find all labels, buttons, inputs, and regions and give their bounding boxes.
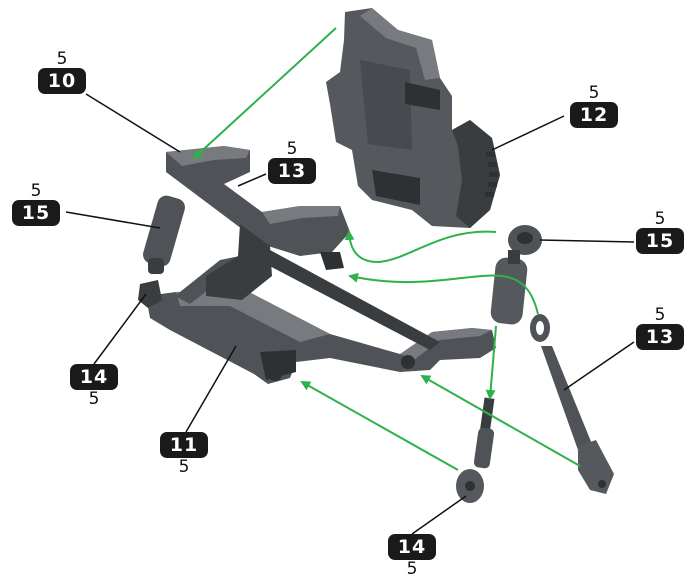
leader-lines	[65, 93, 635, 535]
part-number-badge: 11	[160, 432, 208, 458]
callout-qty: 5	[654, 209, 666, 229]
arrow-cab-to-arm	[192, 27, 337, 160]
callout-part-13-upper: 5 13	[266, 140, 318, 184]
part-12-cab	[326, 8, 500, 228]
callout-qty: 5	[88, 389, 100, 409]
callout-qty: 5	[654, 305, 666, 325]
part-number-badge: 13	[268, 158, 316, 184]
assembly-arrows	[192, 27, 581, 471]
arrow-link-to-frame	[300, 381, 459, 471]
callout-part-15-right: 5 15	[634, 210, 686, 254]
part-number-badge: 10	[38, 68, 86, 94]
part-14-right-link	[456, 397, 495, 503]
callout-part-11: 11 5	[158, 432, 210, 476]
callout-qty: 5	[56, 49, 68, 69]
callout-qty: 5	[588, 83, 600, 103]
part-15-right-shock	[490, 225, 542, 325]
callout-part-14-left: 14 5	[68, 364, 120, 408]
callout-part-10: 5 10	[36, 50, 88, 94]
callout-qty: 5	[178, 457, 190, 477]
callout-qty: 5	[30, 181, 42, 201]
part-10-upper-arm	[166, 146, 350, 300]
callout-part-15-left: 5 15	[10, 182, 62, 226]
part-14-left-link	[138, 280, 162, 308]
part-11-frame	[146, 250, 496, 384]
arrow-link-to-shock	[485, 325, 497, 400]
part-number-badge: 14	[388, 534, 436, 560]
callout-qty: 5	[406, 559, 418, 579]
part-number-badge: 15	[12, 200, 60, 226]
part-number-badge: 12	[570, 102, 618, 128]
callout-part-13-right: 5 13	[634, 306, 686, 350]
arrow-rod-to-frame	[420, 375, 581, 467]
part-number-badge: 15	[636, 228, 684, 254]
arrow-rod-to-arm	[348, 272, 539, 315]
part-number-badge: 13	[636, 324, 684, 350]
part-number-badge: 14	[70, 364, 118, 390]
part-13-right-rod	[530, 314, 614, 494]
callout-part-14-right: 14 5	[386, 534, 438, 578]
callout-qty: 5	[286, 139, 298, 159]
arrow-shock-to-arm	[344, 230, 497, 264]
part-15-left-strut	[143, 195, 185, 274]
callout-part-12: 5 12	[568, 84, 620, 128]
